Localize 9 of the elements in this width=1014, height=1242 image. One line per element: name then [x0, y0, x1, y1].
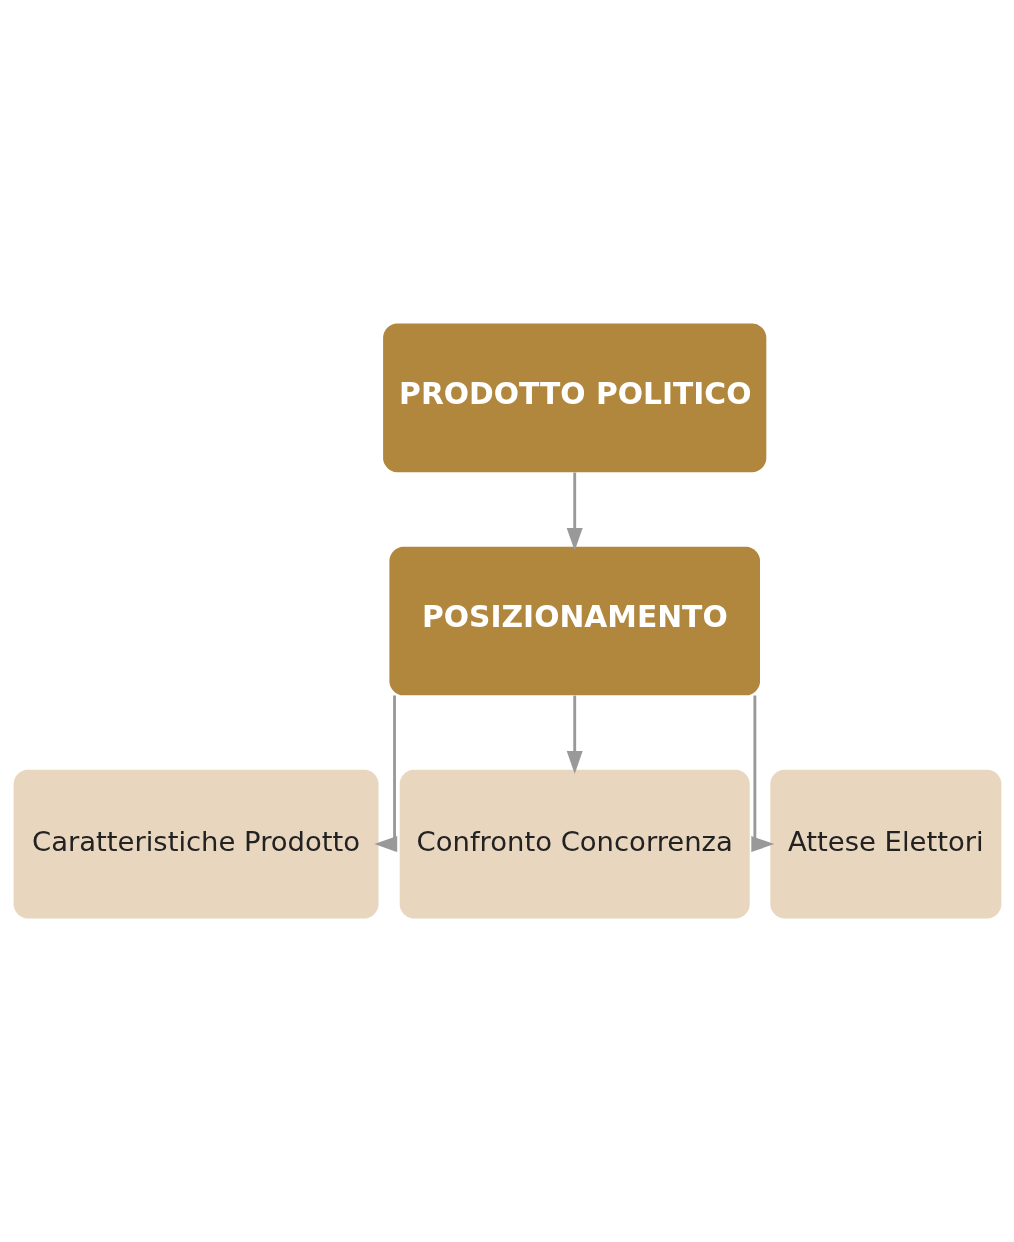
node-box: Attese Elettori [769, 769, 1001, 919]
node-box: Confronto Concorrenza [399, 769, 750, 919]
node-box: PRODOTTO POLITICO [382, 323, 766, 473]
node-box: POSIZIONAMENTO [388, 546, 760, 696]
node-box: Caratteristiche Prodotto [13, 769, 378, 919]
arrow [373, 695, 397, 853]
arrow [566, 695, 583, 774]
arrow [566, 472, 583, 551]
arrow [750, 695, 774, 853]
